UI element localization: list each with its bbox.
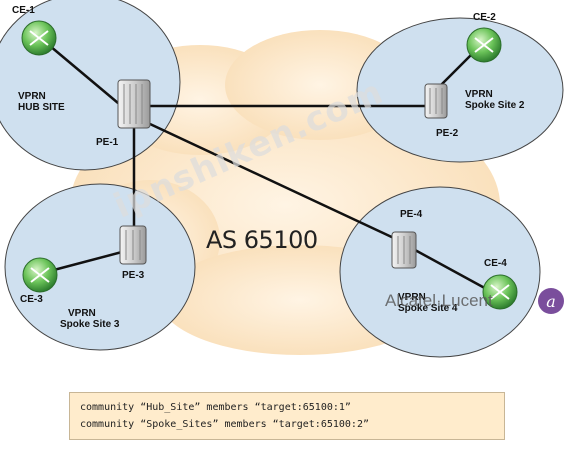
ce1-label: CE-1: [12, 5, 35, 16]
ce3-router-icon: [22, 257, 58, 293]
pe4-label: PE-4: [400, 209, 423, 220]
pe3-router: [119, 225, 147, 265]
pe1-router: [117, 79, 151, 129]
link-pe4-ce4: [413, 248, 494, 294]
spoke2-label-line2: Spoke Site 2: [465, 100, 525, 111]
link-pe1-pe4: [148, 122, 400, 242]
pe4-router: [391, 231, 417, 269]
spoke-site-4-ellipse: [339, 186, 541, 358]
ce4-label: CE-4: [484, 258, 507, 269]
ce1-router-icon: [21, 20, 57, 56]
link-ce2-pe2: [438, 48, 478, 88]
config-box: community “Hub_Site” members “target:651…: [69, 392, 505, 440]
spoke4-label-line2: Spoke Site 4: [398, 303, 458, 314]
ce2-router-icon: [466, 27, 502, 63]
spoke-site-3-ellipse: [4, 183, 196, 351]
ce3-label: CE-3: [20, 294, 43, 305]
link-ce3-pe3: [48, 250, 124, 273]
spoke3-label-line1: VPRN: [68, 308, 96, 319]
pe2-label: PE-2: [436, 128, 459, 139]
hub-site-label-line2: HUB SITE: [18, 102, 65, 113]
pe1-label: PE-1: [96, 137, 119, 148]
spoke-site-2-ellipse: [356, 17, 564, 163]
spoke3-label-line2: Spoke Site 3: [60, 319, 120, 330]
as-number-label: AS 65100: [206, 226, 318, 254]
link-ce1-pe1: [48, 44, 120, 105]
brand-logo-icon: a: [538, 288, 564, 314]
links: [48, 44, 494, 294]
spoke2-label-line1: VPRN: [465, 89, 493, 100]
ce4-router-icon: [482, 274, 518, 310]
config-line-spoke: community “Spoke_Sites” members “target:…: [80, 419, 369, 430]
config-line-hub: community “Hub_Site” members “target:651…: [80, 402, 351, 413]
spoke4-label-line1: VPRN: [398, 292, 426, 303]
pe3-label: PE-3: [122, 270, 145, 281]
brand-text: Alcatel·Lucent: [385, 291, 493, 310]
pe2-router: [424, 83, 448, 119]
hub-site-label-line1: VPRN: [18, 91, 46, 102]
ce2-label: CE-2: [473, 12, 496, 23]
